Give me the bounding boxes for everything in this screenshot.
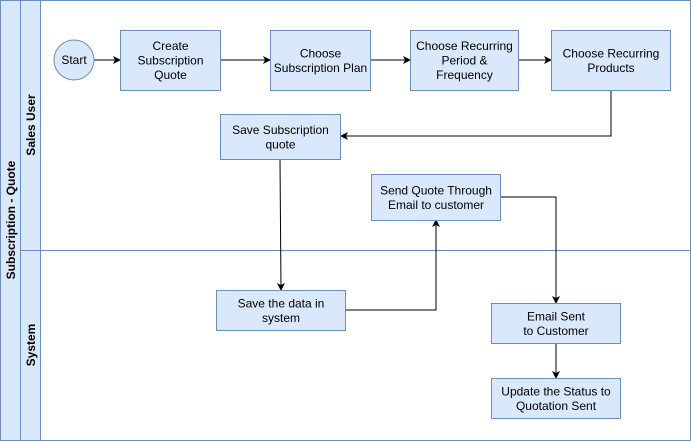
node-start: Start <box>53 39 95 81</box>
lane-title-system: System <box>24 324 38 367</box>
lane-system: System <box>20 250 41 441</box>
node-box <box>371 174 501 221</box>
node-label-line: Quote <box>154 68 187 82</box>
node-label-line: quote <box>265 137 295 151</box>
node-label-line: Frequency <box>436 68 493 82</box>
node-label-line: Period & <box>441 54 487 68</box>
node-label-line: Products <box>587 61 634 75</box>
node-box <box>491 303 621 344</box>
node-label-line: Choose Recurring <box>416 39 513 53</box>
arrow-save-quote-to-save-data <box>276 159 285 291</box>
node-label-line: Create <box>152 39 188 53</box>
node-label-line: Choose Recurring <box>563 46 660 60</box>
node-box <box>270 30 371 91</box>
node-label-line: system <box>262 311 300 325</box>
lane-sales-user: Sales User <box>20 0 41 251</box>
node-label: Start <box>61 53 87 67</box>
node-box <box>410 30 519 91</box>
node-label-line: Email Sent <box>527 309 586 323</box>
lane-title-sales-user: Sales User <box>24 94 38 156</box>
arrow-save-data-to-send-quote <box>345 219 440 311</box>
node-label-line: Choose <box>300 46 342 60</box>
pool-header: Subscription - Quote <box>0 0 21 441</box>
node-box <box>551 30 671 91</box>
node-label-line: to Customer <box>523 324 588 338</box>
node-label-line: Save the data in <box>238 296 325 310</box>
connectors <box>94 56 612 379</box>
arrow-choose-products-to-save-quote <box>340 91 612 140</box>
node-label-line: Email to customer <box>388 198 484 212</box>
node-label-line: Save Subscription <box>232 123 329 137</box>
node-label-line: Update the Status to <box>501 384 611 398</box>
node-label-line: Send Quote Through <box>380 183 492 197</box>
arrow-send-quote-to-email-sent <box>500 196 560 304</box>
node-box <box>491 378 621 419</box>
node-label-line: Subscription Plan <box>274 61 367 75</box>
node-box <box>216 290 346 331</box>
pool-title: Subscription - Quote <box>4 160 18 279</box>
node-box <box>220 114 341 160</box>
node-label-line: Quotation Sent <box>516 399 597 413</box>
node-label-line: Subscription <box>137 54 203 68</box>
start-circle <box>53 39 95 81</box>
node-box <box>120 30 221 91</box>
node-label-line: Start <box>61 53 87 67</box>
